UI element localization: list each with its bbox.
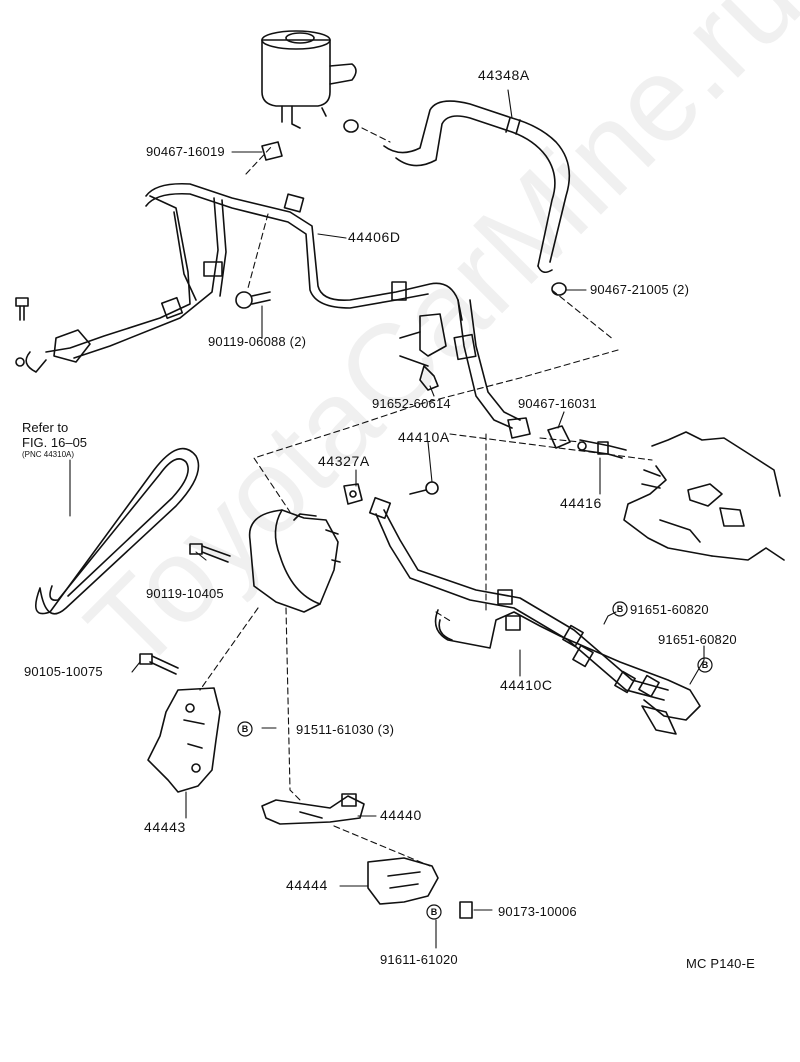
clamp-90467-21005 [551, 282, 567, 296]
return-hose-44348A [383, 100, 571, 274]
label-90467-16031: 90467-16031 [518, 396, 597, 411]
refer-line-3: (PNC 44310A) [22, 450, 75, 459]
label-44327A: 44327A [318, 453, 370, 469]
reservoir-tank [261, 30, 357, 129]
label-91652-60614: 91652-60614 [372, 396, 451, 411]
refer-line-1: Refer to [22, 420, 69, 435]
badge-b-91511: B [242, 724, 249, 734]
pressure-hose-down [453, 299, 531, 439]
label-91611-61020: 91611-61020 [380, 952, 458, 967]
page-code: MC P140-E [686, 956, 755, 971]
bolt-left [15, 297, 29, 321]
label-44410C: 44410C [500, 677, 553, 693]
left-line-bundle [15, 195, 227, 373]
bolt-90119-06088 [235, 291, 271, 309]
bracket-91652-60614 [399, 313, 447, 391]
steering-gear-housing [623, 431, 785, 561]
label-90173-10006: 90173-10006 [498, 904, 577, 919]
clip-44327A [343, 483, 363, 505]
power-steering-pump [248, 509, 341, 613]
label-44444: 44444 [286, 877, 328, 893]
bolt-90105-10075 [139, 653, 179, 675]
drive-belt [34, 447, 200, 615]
label-91651-60820-a: 91651-60820 [630, 602, 709, 617]
label-90119-06088: 90119-06088 (2) [208, 334, 307, 349]
label-91511-61030: 91511-61030 (3) [296, 722, 395, 737]
tube-44406D [145, 182, 463, 321]
badge-b-91611: B [431, 907, 438, 917]
badge-b-91651-a: B [617, 604, 624, 614]
refer-note: Refer to FIG. 16–05 (PNC 44310A) [22, 420, 87, 460]
nut-90173-10006 [459, 901, 473, 919]
label-44406D: 44406D [348, 229, 401, 245]
label-44348A: 44348A [478, 67, 530, 83]
bracket-44444 [367, 857, 439, 905]
bolt-90119-10405 [189, 543, 231, 563]
badge-circles [237, 601, 713, 920]
dashed-alignment-lines [199, 127, 653, 867]
clamp-near-reservoir [343, 119, 359, 133]
label-44443: 44443 [144, 819, 186, 835]
label-90105-10075: 90105-10075 [24, 664, 103, 679]
label-44440: 44440 [380, 807, 422, 823]
label-90467-16019: 90467-16019 [146, 144, 225, 159]
hose-assembly-44410C [368, 496, 701, 735]
bracket-44443 [147, 687, 221, 793]
hose-clamp-90467-16019 [261, 141, 283, 161]
label-44410A: 44410A [398, 429, 450, 445]
bolt-44410A [409, 481, 439, 495]
label-90467-21005: 90467-21005 (2) [590, 282, 690, 297]
union-90467-16031 [547, 425, 571, 449]
leader-lines [69, 89, 705, 949]
label-91651-60820-b: 91651-60820 [658, 632, 737, 647]
badge-b-91651-b: B [702, 660, 709, 670]
badge-letters: B B B B [242, 604, 709, 917]
label-44416: 44416 [560, 495, 602, 511]
bracket-44440 [261, 793, 365, 825]
label-90119-10405: 90119-10405 [146, 586, 224, 601]
refer-line-2: FIG. 16–05 [22, 435, 88, 450]
